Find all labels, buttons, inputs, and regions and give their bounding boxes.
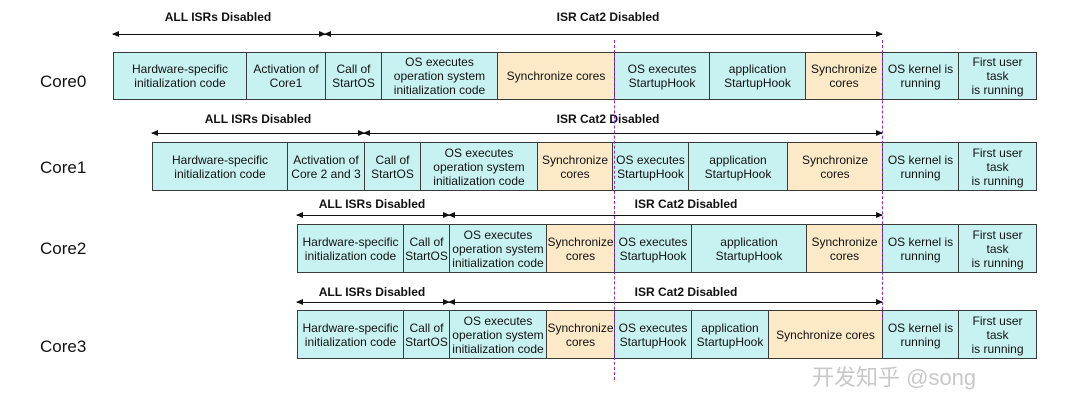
watermark: 开发知乎 @song (812, 365, 977, 390)
core0-phase-block: Synchronize cores (497, 52, 615, 100)
core0-all-isrs-disabled-arrow (112, 31, 326, 37)
core3-phase-block: application StartupHook (691, 310, 769, 359)
core1-phase-block: OS executes operation system initializat… (420, 142, 538, 191)
core2-phase-block: OS kernel is running (882, 224, 959, 273)
core2-phase-block: First user task is running (958, 224, 1037, 273)
core0-isr-cat2-disabled-label: ISR Cat2 Disabled (556, 10, 660, 24)
core3-phase-block: Call of StartOS (403, 310, 450, 359)
core0-phase-block: Call of StartOS (325, 52, 382, 100)
core1-phase-block: Call of StartOS (364, 142, 421, 191)
core3-phase-block: Hardware-specific initialization code (297, 310, 404, 359)
second-sync-point-line (882, 40, 883, 320)
core1-phase-block: Activation of Core 2 and 3 (287, 142, 365, 191)
core3-phase-block: OS kernel is running (882, 310, 959, 359)
core3-isr-cat2-disabled-arrow (448, 299, 883, 305)
core2-phase-block: OS executes StartupHook (614, 224, 692, 273)
core0-phase-block: OS executes operation system initializat… (381, 52, 498, 100)
core1-all-isrs-disabled-arrow (151, 130, 365, 136)
core3-phase-block: Synchronize cores (768, 310, 883, 359)
core2-phase-block: application StartupHook (691, 224, 807, 273)
core2-isr-cat2-disabled-arrow (448, 212, 883, 218)
core2-phase-block: Hardware-specific initialization code (297, 224, 404, 273)
core1-phase-block: Hardware-specific initialization code (152, 142, 288, 191)
core3-phase-block: OS executes StartupHook (614, 310, 692, 359)
core1-isr-cat2-disabled-label: ISR Cat2 Disabled (556, 112, 660, 126)
core2-label: Core2 (40, 239, 87, 258)
first-sync-point-line (614, 40, 615, 380)
core0-all-isrs-disabled-label: ALL ISRs Disabled (164, 10, 272, 24)
core3-phase-block: First user task is running (958, 310, 1037, 359)
core2-phase-block: Synchronize cores (546, 224, 615, 273)
core0-phase-block: OS executes StartupHook (614, 52, 710, 100)
core1-phase-block: OS executes StartupHook (612, 142, 689, 191)
core0-phase-block: Hardware-specific initialization code (113, 52, 247, 100)
core3-label: Core3 (40, 337, 87, 356)
core2-all-isrs-disabled-label: ALL ISRs Disabled (318, 197, 426, 211)
core1-phase-block: OS kernel is running (882, 142, 959, 191)
core1-all-isrs-disabled-label: ALL ISRs Disabled (204, 112, 312, 126)
core3-all-isrs-disabled-label: ALL ISRs Disabled (318, 285, 426, 299)
core0-isr-cat2-disabled-arrow (324, 31, 883, 37)
core2-all-isrs-disabled-arrow (296, 212, 450, 218)
core1-phase-block: application StartupHook (688, 142, 788, 191)
core1-phase-block: Synchronize cores (787, 142, 883, 191)
core2-isr-cat2-disabled-label: ISR Cat2 Disabled (634, 197, 738, 211)
core3-phase-block: OS executes operation system initializat… (449, 310, 547, 359)
core1-label: Core1 (40, 158, 87, 177)
core1-phase-block: First user task is running (958, 142, 1037, 191)
core0-phase-block: OS kernel is running (882, 52, 959, 100)
core0-label: Core0 (40, 72, 87, 91)
core2-phase-block: Call of StartOS (403, 224, 450, 273)
core0-phase-block: Synchronize cores (805, 52, 883, 100)
core3-isr-cat2-disabled-label: ISR Cat2 Disabled (634, 285, 738, 299)
core1-phase-block: Synchronize cores (537, 142, 613, 191)
core1-isr-cat2-disabled-arrow (363, 130, 883, 136)
core3-phase-block: Synchronize cores (546, 310, 615, 359)
core0-phase-block: Activation of Core1 (246, 52, 326, 100)
core3-all-isrs-disabled-arrow (296, 299, 450, 305)
core0-phase-block: application StartupHook (709, 52, 806, 100)
core0-phase-block: First user task is running (958, 52, 1037, 100)
core2-phase-block: Synchronize cores (806, 224, 883, 273)
core2-phase-block: OS executes operation system initializat… (449, 224, 547, 273)
